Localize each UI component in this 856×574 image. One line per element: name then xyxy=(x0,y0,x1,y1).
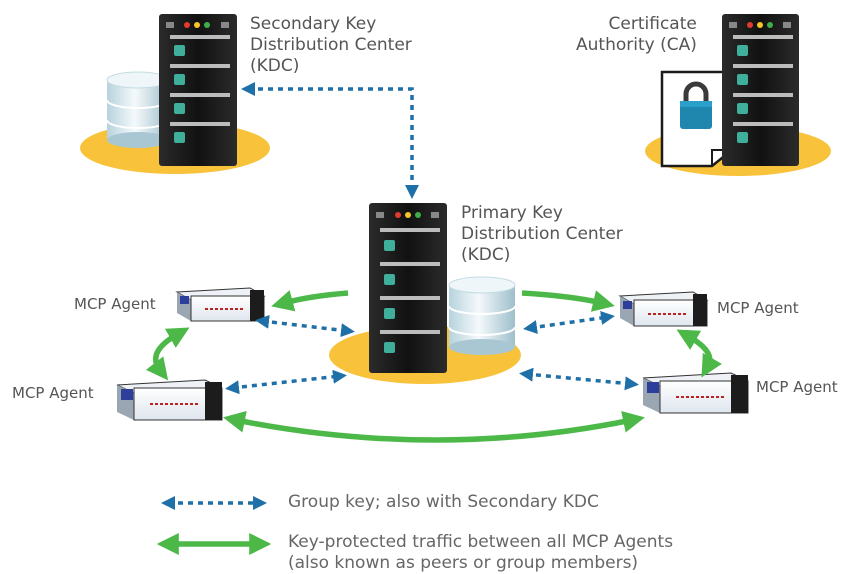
mcp-agent-label-bottom-left: MCP Agent xyxy=(12,384,94,402)
secondary-kdc-label-line-2: Distribution Center xyxy=(250,35,412,55)
mcp-agent-label-top-left: MCP Agent xyxy=(74,295,156,313)
secondary-kdc-label-line-3: (KDC) xyxy=(250,56,300,76)
legend-traffic-label-line-2: (also known as peers or group members) xyxy=(288,553,639,573)
database-icon xyxy=(448,276,516,355)
primary-kdc-label: Primary Key Distribution Center (KDC) xyxy=(461,203,623,266)
mcp-agent-device-top-right xyxy=(618,291,709,327)
secondary-kdc-node xyxy=(80,14,270,174)
traffic-arrow-right-pair xyxy=(676,329,722,378)
traffic-arrow-primary-top-right xyxy=(521,290,615,312)
secondary-kdc-label-line-1: Secondary Key xyxy=(250,14,377,34)
primary-kdc-label-line-1: Primary Key xyxy=(461,203,563,223)
mcp-agent-device-bottom-left xyxy=(116,379,223,421)
database-icon xyxy=(106,71,170,148)
legend-group-key-text: Group key; also with Secondary KDC xyxy=(288,492,599,513)
primary-kdc-node xyxy=(329,203,521,384)
mcp-agent-label-top-right: MCP Agent xyxy=(717,299,799,317)
legend-group-key-label: Group key; also with Secondary KDC xyxy=(288,492,599,512)
primary-kdc-label-line-2: Distribution Center xyxy=(461,224,623,244)
group-key-arrow-secondary-primary xyxy=(241,82,419,199)
mcp-agent-device-bottom-right xyxy=(642,372,749,414)
group-key-arrow-bottom-right xyxy=(519,367,639,391)
server-tower-icon xyxy=(369,203,447,373)
server-tower-icon xyxy=(159,14,237,166)
certificate-authority-node xyxy=(645,14,831,176)
group-key-connectors xyxy=(225,82,639,395)
legend-traffic-text: Key-protected traffic between all MCP Ag… xyxy=(288,532,673,574)
traffic-connectors xyxy=(145,290,722,443)
ca-label-line-1: Certificate xyxy=(608,14,697,34)
legend-traffic-label-line-1: Key-protected traffic between all MCP Ag… xyxy=(288,532,674,552)
ca-label-line-2: Authority (CA) xyxy=(576,35,697,55)
group-key-arrow-top-right xyxy=(523,311,615,334)
certificate-authority-label: Certificate Authority (CA) xyxy=(576,14,697,56)
group-key-arrow-top-left xyxy=(255,314,355,338)
secondary-kdc-label: Secondary Key Distribution Center (KDC) xyxy=(250,14,412,77)
mcp-agent-label-bottom-right: MCP Agent xyxy=(756,378,838,396)
padlock-icon xyxy=(680,81,712,129)
server-tower-icon xyxy=(722,14,799,166)
group-key-arrow-bottom-left xyxy=(225,369,347,395)
traffic-arrow-bottom-pair xyxy=(223,410,645,443)
traffic-arrow-left-pair xyxy=(145,327,190,381)
mcp-agent-device-top-left xyxy=(175,287,266,322)
primary-kdc-label-line-3: (KDC) xyxy=(461,245,511,265)
traffic-arrow-primary-top-left xyxy=(271,290,349,312)
